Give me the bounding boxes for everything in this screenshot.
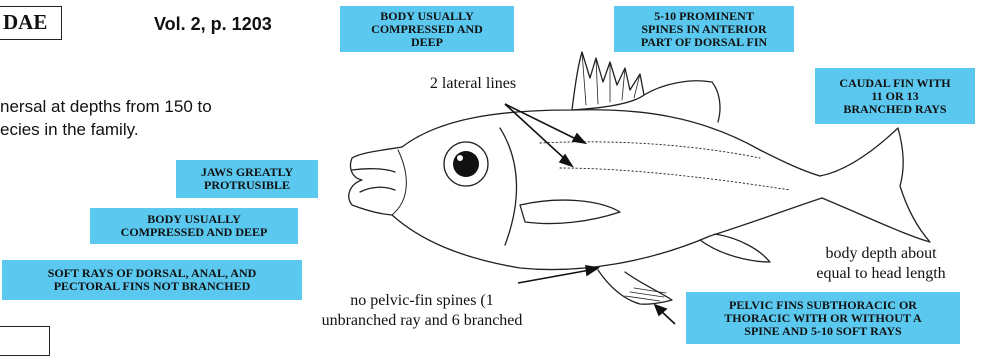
partial-frame-box xyxy=(0,326,50,356)
pelvic-fin xyxy=(598,270,672,304)
body-outline-lower xyxy=(392,198,822,270)
callout-caudal-fin: CAUDAL FIN WITH 11 OR 13 BRANCHED RAYS xyxy=(815,68,975,124)
callout-soft-rays: SOFT RAYS OF DORSAL, ANAL, AND PECTORAL … xyxy=(2,260,302,300)
lateral-line-lower xyxy=(560,168,790,190)
label-lateral-lines: 2 lateral lines xyxy=(398,74,548,94)
lateral-line-upper xyxy=(540,142,760,158)
callout-body-compressed-top: BODY USUALLY COMPRESSED AND DEEP xyxy=(340,6,514,52)
arrow-pelvic-spines xyxy=(518,270,590,283)
callout-jaws: JAWS GREATLY PROTRUSIBLE xyxy=(176,160,318,198)
callout-dorsal-spines: 5-10 PROMINENT SPINES IN ANTERIOR PART O… xyxy=(614,6,794,52)
jaws xyxy=(349,147,402,215)
anal-fin xyxy=(700,234,770,262)
caudal-fin xyxy=(820,128,930,242)
soft-dorsal-fin xyxy=(644,81,720,122)
pectoral-fin xyxy=(520,200,620,223)
label-body-depth: body depth about equal to head length xyxy=(776,244,981,284)
callout-body-compressed-left: BODY USUALLY COMPRESSED AND DEEP xyxy=(90,208,298,244)
gill-cover xyxy=(500,128,516,245)
fish-eye-pupil xyxy=(453,151,479,177)
label-pelvic-spines: no pelvic-fin spines (1 unbranched ray a… xyxy=(302,291,542,331)
arrow-lateral-lower xyxy=(505,104,566,160)
callout-pelvic-fins: PELVIC FINS SUBTHORACIC OR THORACIC WITH… xyxy=(686,292,960,344)
